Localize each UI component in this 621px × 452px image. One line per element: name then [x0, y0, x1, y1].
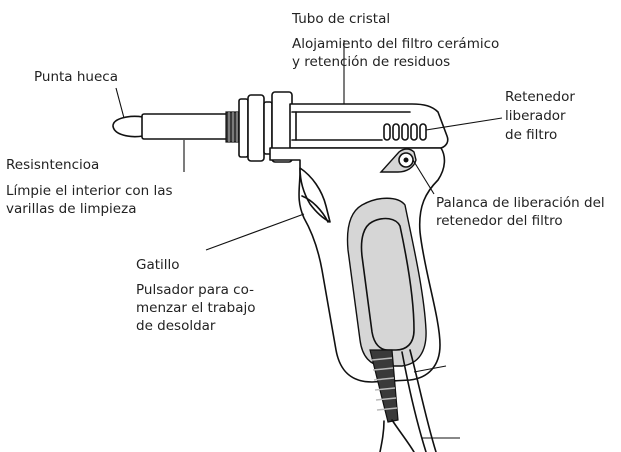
label-retenedor-line-3: de filtro: [505, 127, 558, 143]
label-alojamiento-line-1: Alojamiento del filtro cerámico: [292, 36, 500, 52]
leader-lines: [115, 40, 503, 439]
hollow-tip: [112, 115, 144, 138]
leader-gatillo: [205, 213, 305, 251]
label-palanca-line-2: retenedor del filtro: [436, 213, 563, 229]
label-limpie-line-2: varillas de limpieza: [6, 201, 137, 217]
label-punta-hueca: Punta hueca: [34, 69, 118, 85]
leader-palanca: [412, 159, 435, 195]
release-lever: [379, 148, 417, 173]
label-pulsador-line-1: Pulsador para co-: [136, 282, 254, 298]
threaded-coupling: [225, 111, 241, 143]
leader-punta: [115, 87, 125, 119]
label-limpie-line-1: Límpie el interior con las: [6, 183, 173, 199]
label-retenedor-line-1: Retenedor: [505, 89, 575, 105]
gun-handle: [269, 147, 446, 383]
heater-barrel: [141, 113, 229, 140]
label-pulsador-line-2: menzar el trabajo: [136, 300, 256, 316]
leader-retenedor: [425, 117, 503, 131]
label-pulsador-line-3: de desoldar: [136, 318, 216, 334]
label-tubo-de-cristal: Tubo de cristal: [292, 11, 391, 27]
filter-retainer-slots: [383, 123, 427, 141]
label-resistencia: Resisntencioa: [6, 157, 100, 173]
label-retenedor-line-2: liberador: [505, 108, 566, 124]
label-alojamiento-line-2: y retención de residuos: [292, 54, 451, 70]
label-palanca-line-1: Palanca de liberación del: [436, 195, 605, 211]
leader-cable-1: [413, 365, 447, 373]
cable-strain-relief: [369, 349, 399, 423]
cables: [379, 349, 437, 452]
trigger: [299, 167, 331, 223]
label-gatillo: Gatillo: [136, 257, 180, 273]
